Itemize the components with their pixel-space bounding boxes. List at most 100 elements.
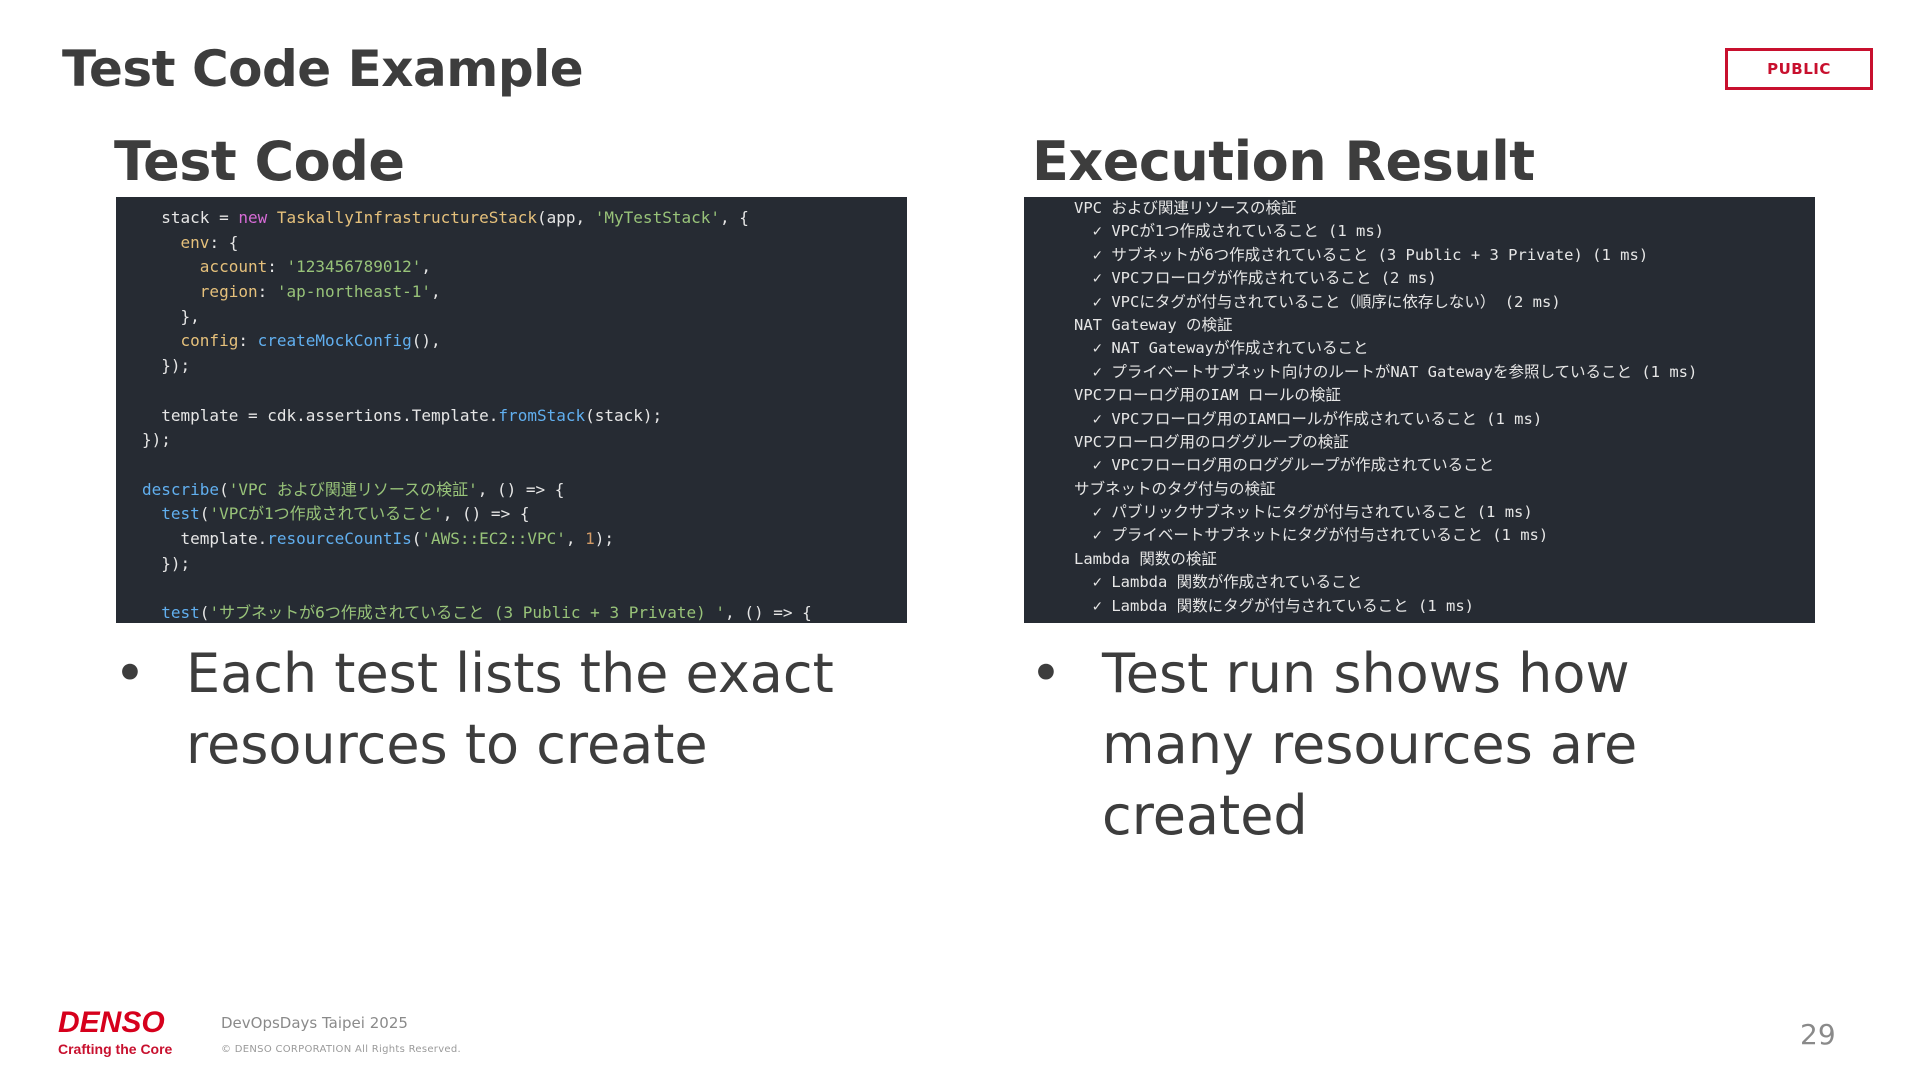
code-token: template = cdk.assertions.Template. — [142, 405, 499, 425]
code-line: region: 'ap-northeast-1', — [116, 280, 907, 305]
test-code-heading: Test Code — [114, 130, 405, 193]
code-token: region — [199, 282, 258, 302]
code-token — [142, 282, 200, 301]
left-bullet-list: • Each test lists the exact resources to… — [114, 638, 834, 780]
code-line: env: { — [116, 231, 907, 256]
bullet-dot-icon: • — [114, 642, 146, 705]
test-group-line: VPC および関連リソースの検証 — [1074, 199, 1297, 217]
test-pass-line: ✓ VPCが1つ作成されていること (1 ms) — [1074, 222, 1385, 241]
slide-title: Test Code Example — [62, 40, 584, 98]
code-line: test('サブネットが6つ作成されていること (3 Public + 3 Pr… — [116, 601, 907, 623]
code-line: account: '123456789012', — [116, 255, 907, 280]
code-token: fromStack — [498, 405, 586, 425]
test-pass-line: ✓ VPCフローログ用のロググループが作成されていること — [1074, 456, 1495, 475]
code-token: : { — [209, 232, 239, 252]
test-group-line: VPCフローログ用のロググループの検証 — [1074, 432, 1349, 451]
code-token: createMockConfig — [257, 331, 412, 351]
code-token: : — [257, 282, 277, 302]
test-group-line: NAT Gateway の検証 — [1074, 315, 1233, 334]
logo-wordmark: DENSO — [58, 1006, 165, 1039]
test-pass-line: ✓ Lambda 関数にタグが付与されていること (1 ms) — [1074, 596, 1475, 615]
code-token: , { — [720, 208, 749, 227]
code-token: template. — [142, 528, 268, 548]
left-bullet-text: Each test lists the exact resources to c… — [186, 642, 834, 776]
bullet-dot-icon: • — [1030, 642, 1062, 705]
test-pass-line: ✓ プライベートサブネットにタグが付与されていること (1 ms) — [1074, 526, 1549, 545]
code-token: (), — [411, 331, 441, 351]
test-group-line: VPCフローログ用のIAM ロールの検証 — [1074, 386, 1341, 405]
code-line — [116, 453, 907, 478]
code-token: 'VPCが1つ作成されていること' — [209, 504, 443, 524]
code-token: 1 — [585, 528, 595, 548]
right-bullet-text: Test run shows how many resources are cr… — [1102, 642, 1638, 847]
code-token: , — [565, 528, 586, 548]
code-line — [116, 576, 907, 601]
left-bullet: • Each test lists the exact resources to… — [114, 638, 834, 780]
code-token — [267, 208, 277, 227]
code-token: 'MyTestStack' — [594, 208, 720, 227]
code-token — [142, 504, 161, 523]
code-line: describe('VPC および関連リソースの検証', () => { — [116, 478, 907, 503]
code-token: }); — [142, 553, 191, 573]
code-token: '123456789012' — [286, 257, 422, 277]
code-token: 'ap-northeast-1' — [276, 282, 431, 302]
footer-copyright: © DENSO CORPORATION All Rights Reserved. — [221, 1044, 461, 1055]
code-token: new — [238, 208, 268, 227]
test-pass-line: ✓ VPCにタグが付与されていること（順序に依存しない） (2 ms) — [1074, 292, 1561, 311]
code-token: 'AWS::EC2::VPC' — [421, 528, 566, 548]
logo-tagline: Crafting the Core — [58, 1041, 173, 1057]
code-token: }); — [142, 356, 191, 376]
code-token: ( — [411, 528, 422, 548]
test-pass-line: ✓ VPCフローログが作成されていること (2 ms) — [1074, 269, 1437, 288]
code-line: }, — [116, 305, 907, 330]
code-token — [142, 331, 181, 350]
test-pass-line: ✓ パブリックサブネットにタグが付与されていること (1 ms) — [1074, 503, 1533, 522]
page-number: 29 — [1800, 1018, 1836, 1051]
code-token: TaskallyInfrastructureStack — [276, 208, 537, 227]
code-token: ( — [199, 504, 210, 524]
code-line: template = cdk.assertions.Template.fromS… — [116, 404, 907, 429]
code-token: , () => { — [442, 504, 530, 524]
code-token: 'サブネットが6つ作成されていること (3 Public + 3 Private… — [209, 603, 726, 622]
right-bullet-list: • Test run shows how many resources are … — [1030, 638, 1790, 851]
code-token: }); — [142, 430, 171, 450]
code-line: stack = new TaskallyInfrastructureStack(… — [116, 206, 907, 231]
code-token: test — [161, 603, 200, 622]
execution-result-panel: VPC および関連リソースの検証 ✓ VPCが1つ作成されていること (1 ms… — [1024, 197, 1815, 623]
code-token: : — [238, 331, 258, 351]
code-token: , () => { — [477, 479, 565, 499]
code-token: (app, — [536, 208, 595, 227]
code-line: test('VPCが1つ作成されていること', () => { — [116, 502, 907, 527]
test-code-panel: stack = new TaskallyInfrastructureStack(… — [116, 197, 907, 623]
code-token — [142, 257, 200, 276]
test-pass-line: ✓ NAT Gatewayが作成されていること — [1074, 339, 1369, 358]
code-token: resourceCountIs — [267, 528, 412, 548]
code-line: config: createMockConfig(), — [116, 329, 907, 354]
right-bullet: • Test run shows how many resources are … — [1030, 638, 1790, 851]
test-pass-line: ✓ Lambda 関数が作成されていること — [1074, 573, 1363, 592]
code-token: : — [267, 257, 287, 277]
code-token — [142, 603, 161, 622]
code-token: config — [180, 331, 239, 351]
denso-logo: DENSO Crafting the Core — [58, 1008, 172, 1058]
code-token: ); — [594, 528, 615, 548]
code-token: ( — [219, 479, 229, 499]
code-token: , () => { — [725, 603, 812, 622]
code-token — [142, 233, 181, 252]
code-token: describe — [142, 479, 220, 499]
code-line: }); — [116, 354, 907, 379]
code-token: account — [199, 257, 268, 277]
execution-result-heading: Execution Result — [1032, 130, 1535, 193]
code-token: }, — [142, 306, 200, 326]
footer-event: DevOpsDays Taipei 2025 — [221, 1014, 408, 1032]
code-line: }); — [116, 552, 907, 577]
test-group-line: サブネットのタグ付与の検証 — [1074, 479, 1276, 498]
test-group-line: Lambda 関数の検証 — [1074, 549, 1217, 568]
code-token: , — [421, 257, 431, 277]
code-token: , — [430, 282, 441, 302]
code-token: ( — [199, 603, 210, 622]
code-line: template.resourceCountIs('AWS::EC2::VPC'… — [116, 527, 907, 552]
test-pass-line: ✓ VPCフローログ用のIAMロールが作成されていること (1 ms) — [1074, 409, 1543, 428]
code-token: test — [161, 504, 200, 524]
code-token: (stack); — [585, 405, 663, 425]
